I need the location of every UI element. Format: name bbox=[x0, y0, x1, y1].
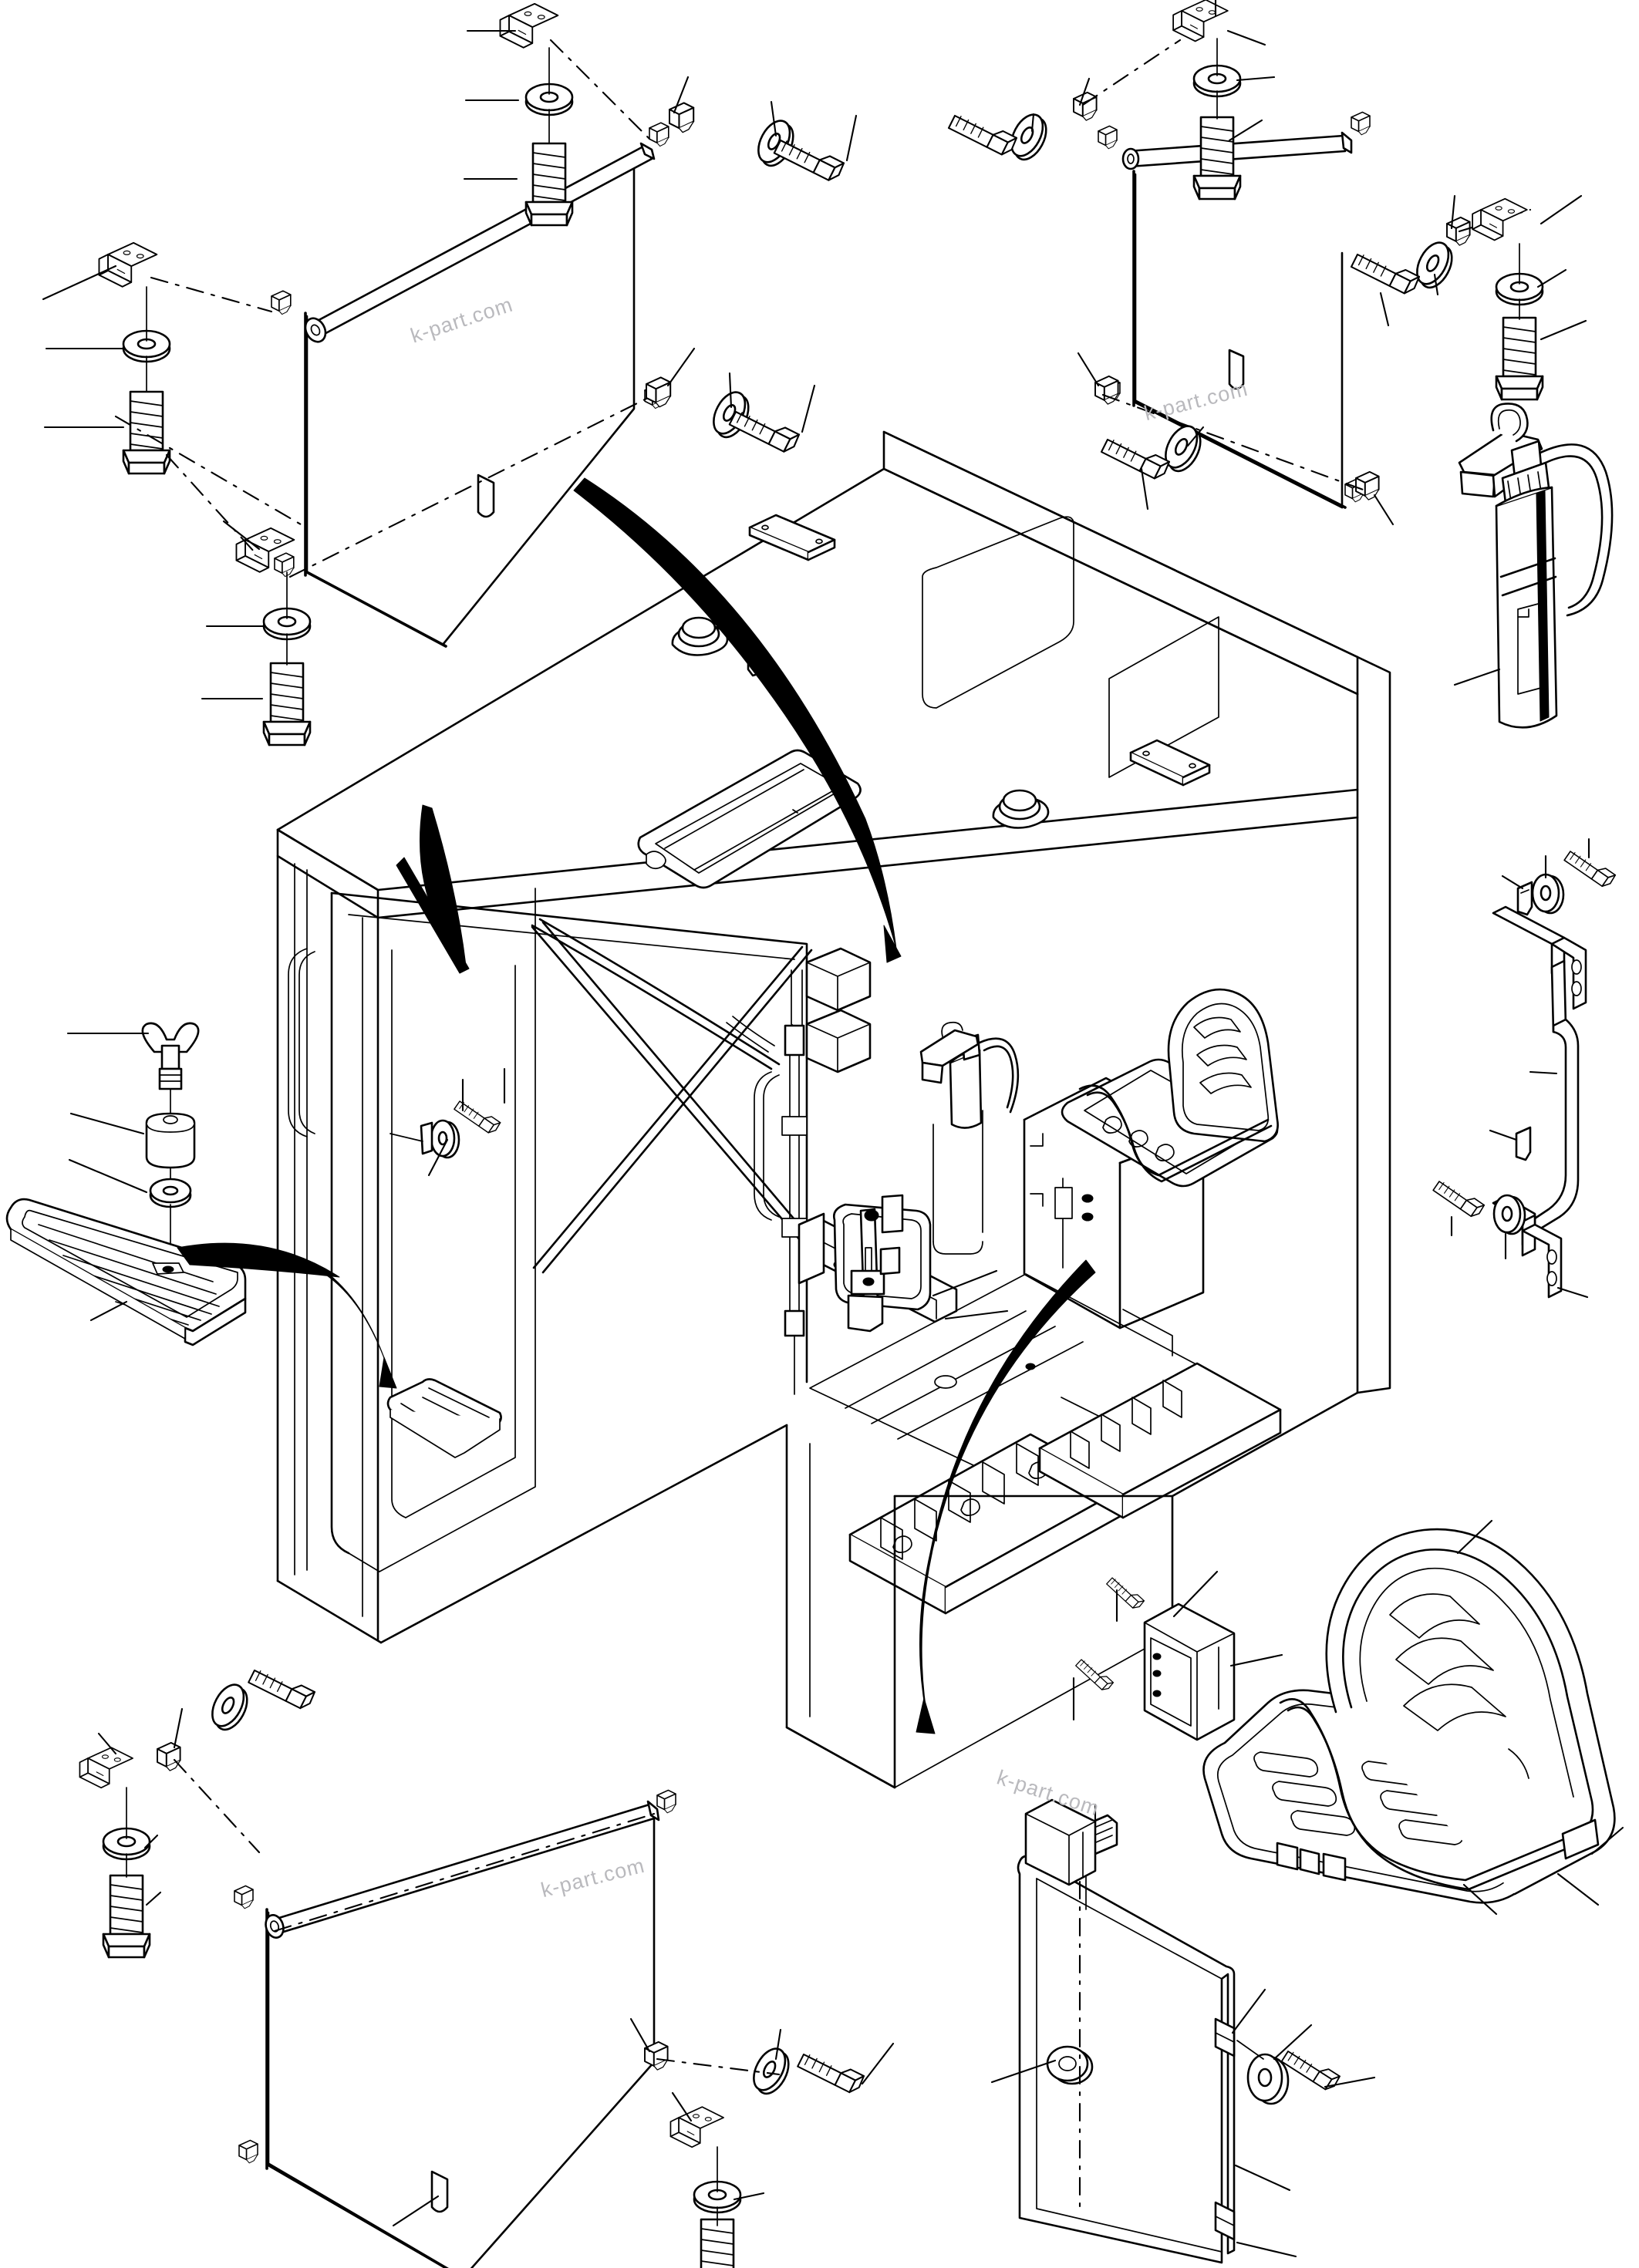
sunshade-front-right-assembly bbox=[947, 0, 1587, 526]
cab-shell bbox=[177, 430, 1391, 1789]
step-plate-assembly bbox=[5, 1022, 247, 1346]
operator-seat-assembly bbox=[1024, 1519, 1624, 1916]
fire-extinguisher-assembly bbox=[1453, 403, 1614, 729]
sunshade-rear-assembly bbox=[79, 1669, 895, 2268]
sunshade-front-left-assembly bbox=[42, 2, 858, 746]
grab-handle-assembly bbox=[1429, 837, 1619, 1299]
